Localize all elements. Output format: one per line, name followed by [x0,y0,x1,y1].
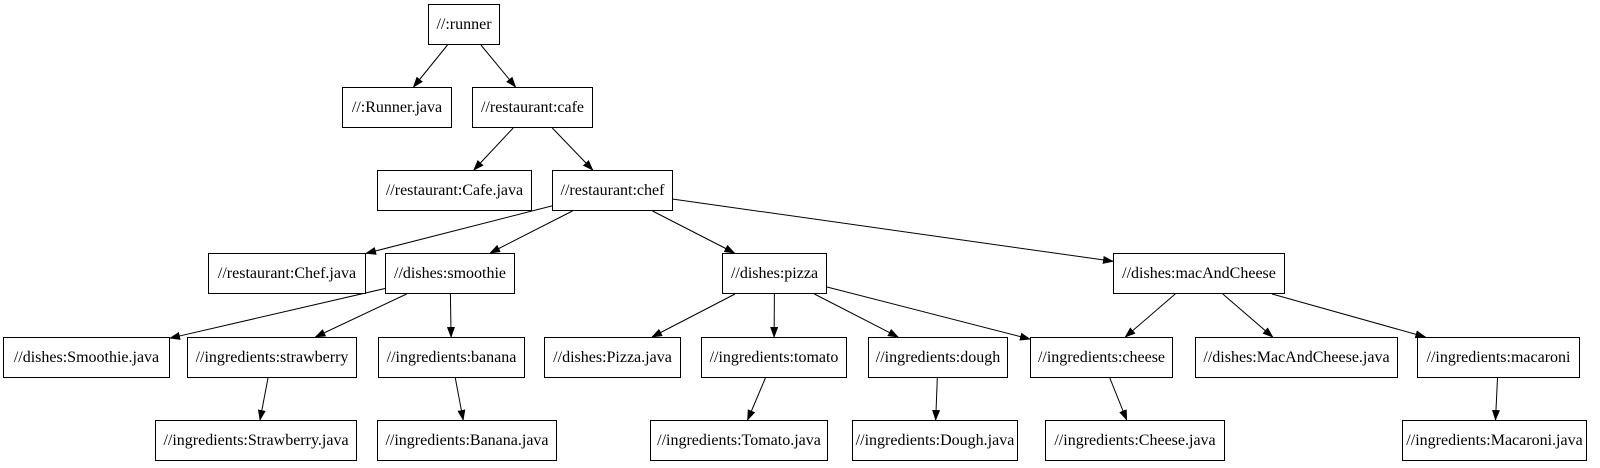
edge-dough-dough_java [932,377,941,421]
node-banana: //ingredients:banana [378,337,525,378]
edge-pizza-pizza_java [651,293,736,338]
edge-tomato-tomato_java [747,377,766,421]
edge-macandcheese-cheese [1124,293,1176,338]
edge-chef-smoothie [489,210,573,254]
edge-macandcheese-macaroni [1271,293,1427,339]
edge-pizza-dough [814,293,899,338]
node-macandcheese_java: //dishes:MacAndCheese.java [1195,337,1398,378]
node-cafe_java: //restaurant:Cafe.java [377,170,532,211]
node-pizza_java: //dishes:Pizza.java [544,337,681,378]
edge-cheese-cheese_java [1109,377,1128,421]
node-cafe: //restaurant:cafe [472,87,593,128]
edge-smoothie-smoothie_java [169,288,386,340]
node-macandcheese: //dishes:macAndCheese [1113,253,1285,294]
edge-smoothie-banana [446,293,455,338]
edge-smoothie-strawberry [314,293,407,338]
edge-cafe-chef [551,127,594,171]
node-macaroni: //ingredients:macaroni [1417,337,1580,378]
node-tomato: //ingredients:tomato [701,337,847,378]
edge-chef-pizza [652,210,736,254]
node-smoothie: //dishes:smoothie [385,253,515,294]
node-pizza: //dishes:pizza [722,253,827,294]
node-tomato_java: //ingredients:Tomato.java [650,420,828,461]
node-runner: //:runner [428,4,500,45]
edge-strawberry-strawberry_java [257,377,269,421]
node-strawberry: //ingredients:strawberry [187,337,357,378]
edge-macandcheese-macandcheese_java [1222,293,1274,338]
node-chef: //restaurant:chef [552,170,673,211]
node-runner_java: //:Runner.java [342,87,452,128]
edge-chef-macandcheese [672,198,1114,264]
edge-macaroni-macaroni_java [1491,377,1500,421]
edge-chef-chef_java [365,205,553,255]
node-smoothie_java: //dishes:Smoothie.java [3,337,170,378]
edge-cafe-cafe_java [473,127,514,171]
node-chef_java: //restaurant:Chef.java [208,253,366,294]
edge-pizza-cheese [826,286,1031,341]
node-dough_java: //ingredients:Dough.java [852,420,1018,461]
node-cheese: //ingredients:cheese [1030,337,1173,378]
node-cheese_java: //ingredients:Cheese.java [1045,420,1225,461]
edge-runner-cafe [480,44,517,88]
node-strawberry_java: //ingredients:Strawberry.java [155,420,357,461]
edge-banana-banana_java [454,377,466,421]
node-banana_java: //ingredients:Banana.java [377,420,557,461]
node-macaroni_java: //ingredients:Macaroni.java [1402,420,1587,461]
node-dough: //ingredients:dough [868,337,1008,378]
edge-runner-runner_java [412,44,448,88]
